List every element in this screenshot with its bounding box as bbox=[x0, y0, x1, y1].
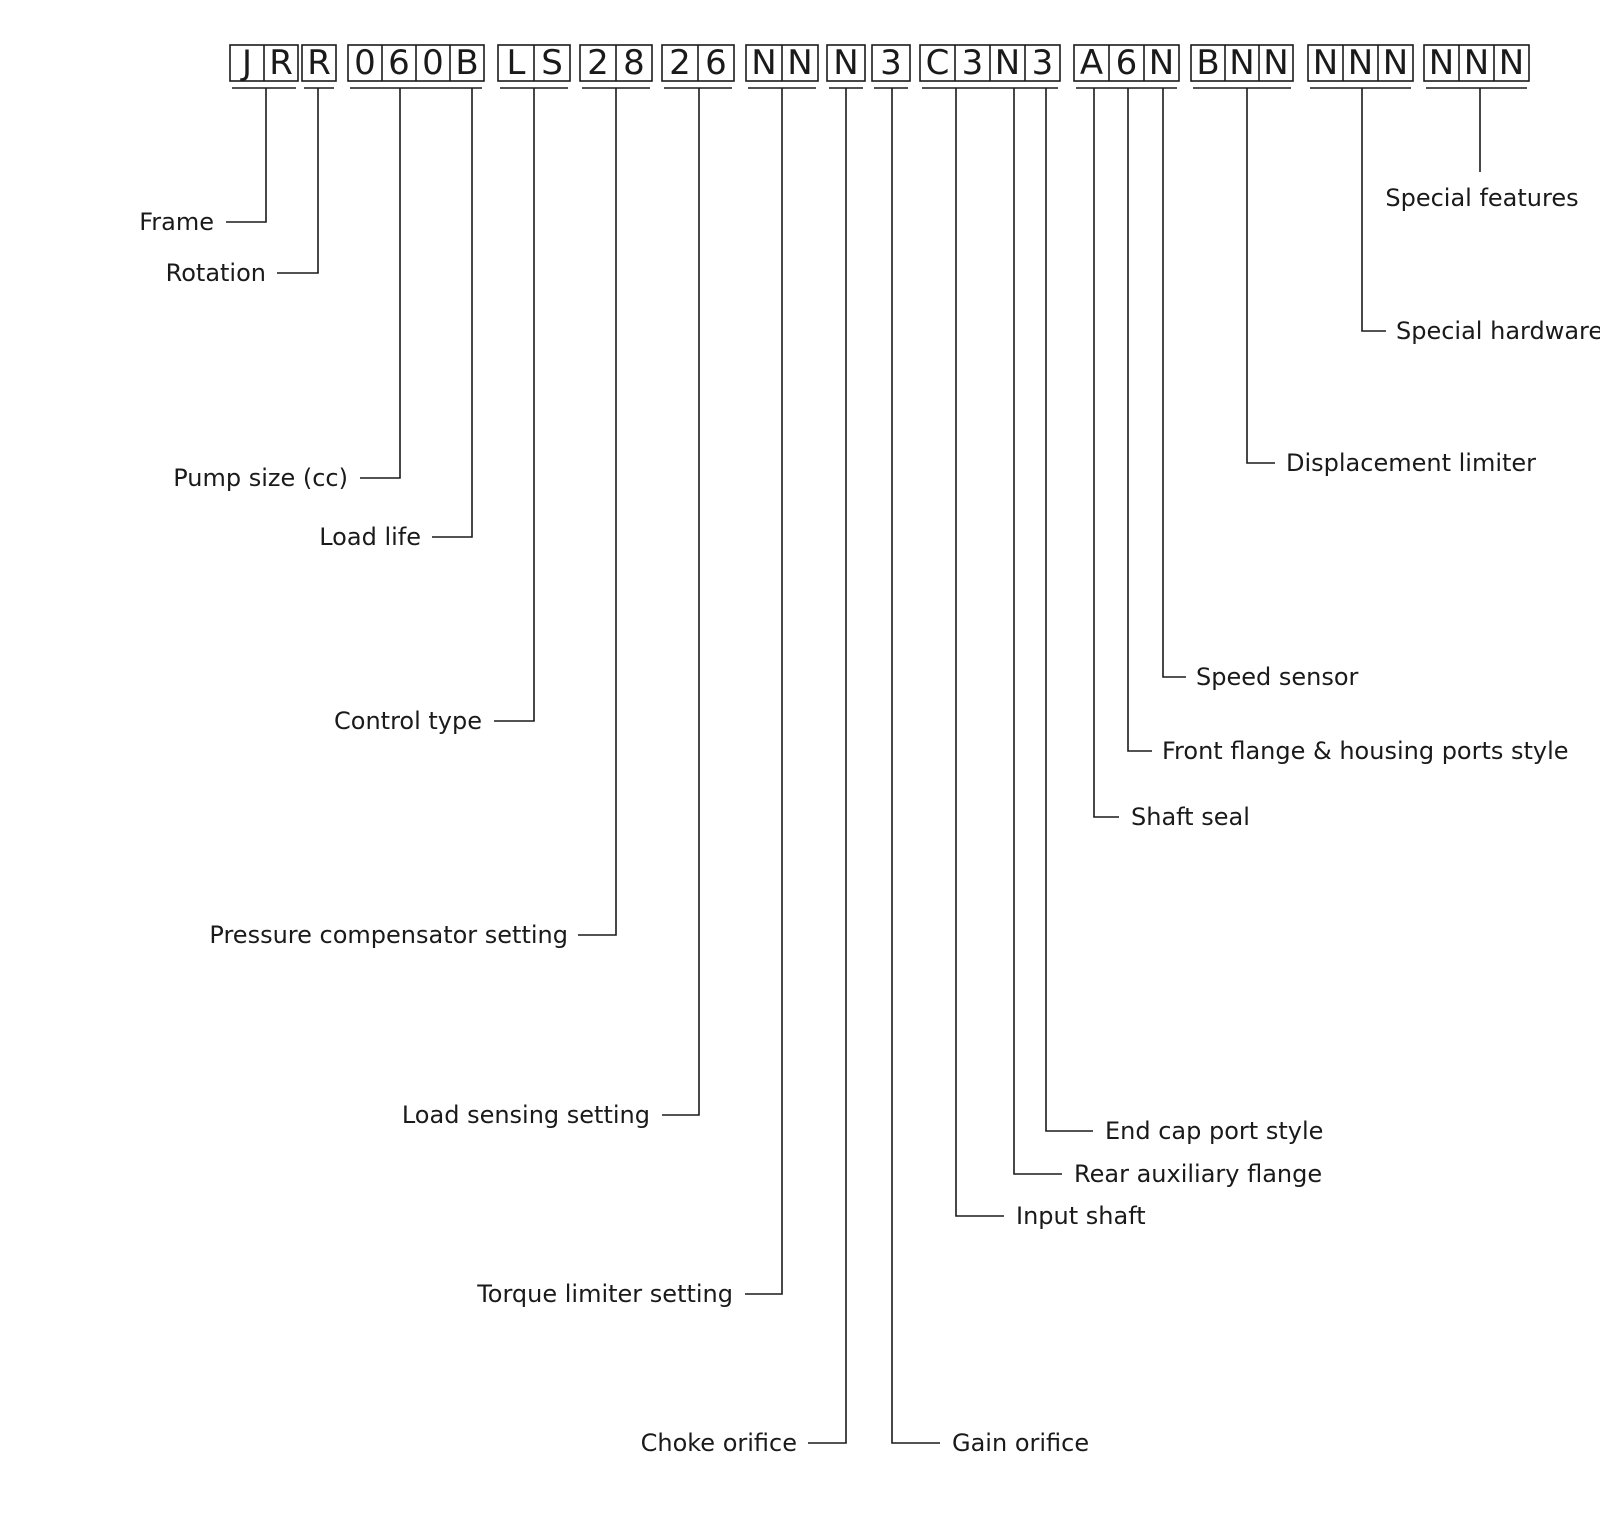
label-choke-orifice: Choke orifice bbox=[641, 1429, 797, 1457]
label-special-features: Special features bbox=[1385, 184, 1578, 212]
code-character: R bbox=[269, 43, 293, 83]
code-character: N bbox=[1429, 43, 1454, 83]
code-character: 3 bbox=[1032, 43, 1054, 83]
code-box bbox=[301, 44, 337, 82]
code-character: 3 bbox=[962, 43, 984, 83]
code-character: N bbox=[787, 43, 812, 83]
label-rear-auxiliary-flange: Rear auxiliary flange bbox=[1074, 1160, 1322, 1188]
code-character: 0 bbox=[422, 43, 444, 83]
label-pressure-compensator-setting: Pressure compensator setting bbox=[209, 921, 568, 949]
code-character: R bbox=[307, 43, 331, 83]
code-character: N bbox=[1464, 43, 1489, 83]
code-character: 8 bbox=[623, 43, 645, 83]
code-character: 6 bbox=[1116, 43, 1138, 83]
leader-load-sensing-setting bbox=[662, 88, 700, 1116]
leader-control-type bbox=[494, 88, 535, 722]
label-end-cap-port-style: End cap port style bbox=[1105, 1117, 1323, 1145]
code-box bbox=[1423, 44, 1530, 82]
code-character: 6 bbox=[705, 43, 727, 83]
code-box bbox=[871, 44, 911, 82]
label-load-sensing-setting: Load sensing setting bbox=[402, 1101, 650, 1129]
code-box bbox=[1073, 44, 1180, 82]
code-box bbox=[826, 44, 866, 82]
leader-end-cap-port-style bbox=[1045, 88, 1093, 1132]
label-torque-limiter-setting: Torque limiter setting bbox=[476, 1280, 733, 1308]
leader-choke-orifice bbox=[808, 88, 847, 1444]
code-character: N bbox=[1383, 43, 1408, 83]
label-pump-size: Pump size (cc) bbox=[173, 464, 348, 492]
code-character: 6 bbox=[388, 43, 410, 83]
code-character: 3 bbox=[880, 43, 902, 83]
leader-lines bbox=[226, 88, 1481, 1444]
code-character: N bbox=[1263, 43, 1288, 83]
label-frame: Frame bbox=[139, 208, 214, 236]
leader-pump-size bbox=[360, 88, 401, 479]
code-character: B bbox=[455, 43, 478, 83]
code-box bbox=[1307, 44, 1414, 82]
leader-front-flange-housing-ports-style bbox=[1127, 88, 1152, 752]
leader-frame bbox=[226, 88, 267, 223]
code-character: N bbox=[1348, 43, 1373, 83]
code-group-choke-orifice: N bbox=[826, 43, 866, 89]
label-shaft-seal: Shaft seal bbox=[1131, 803, 1250, 831]
label-displacement-limiter: Displacement limiter bbox=[1286, 449, 1536, 477]
label-gain-orifice: Gain orifice bbox=[952, 1429, 1089, 1457]
code-character: N bbox=[833, 43, 858, 83]
label-control-type: Control type bbox=[334, 707, 482, 735]
code-character: N bbox=[1313, 43, 1338, 83]
code-character: C bbox=[926, 43, 950, 83]
leader-rear-auxiliary-flange bbox=[1013, 88, 1062, 1175]
code-character: 2 bbox=[587, 43, 609, 83]
label-rotation: Rotation bbox=[166, 259, 266, 287]
label-input-shaft: Input shaft bbox=[1016, 1202, 1146, 1230]
label-load-life: Load life bbox=[319, 523, 421, 551]
leader-displacement-limiter bbox=[1246, 88, 1275, 464]
leader-load-life bbox=[432, 88, 473, 538]
code-character: J bbox=[240, 43, 252, 83]
leader-speed-sensor bbox=[1162, 88, 1186, 678]
code-character: N bbox=[751, 43, 776, 83]
code-character: A bbox=[1080, 43, 1103, 83]
leader-pressure-compensator-setting bbox=[578, 88, 617, 936]
leader-input-shaft bbox=[955, 88, 1004, 1217]
code-character: N bbox=[1229, 43, 1254, 83]
label-speed-sensor: Speed sensor bbox=[1196, 663, 1359, 691]
code-character: 0 bbox=[354, 43, 376, 83]
leader-shaft-seal bbox=[1093, 88, 1119, 818]
code-character: 2 bbox=[669, 43, 691, 83]
leader-torque-limiter-setting bbox=[745, 88, 783, 1295]
code-character: S bbox=[541, 43, 563, 83]
leader-special-hardware bbox=[1361, 88, 1386, 332]
code-character: N bbox=[1149, 43, 1174, 83]
code-box bbox=[1190, 44, 1294, 82]
leader-rotation bbox=[277, 88, 319, 274]
code-character: N bbox=[1499, 43, 1524, 83]
leader-gain-orifice bbox=[891, 88, 940, 1444]
label-front-flange-housing-ports-style: Front flange & housing ports style bbox=[1162, 737, 1569, 765]
code-character: L bbox=[507, 43, 526, 83]
code-group-gain-orifice: 3 bbox=[871, 43, 911, 89]
label-special-hardware: Special hardware bbox=[1396, 317, 1600, 345]
code-character: B bbox=[1196, 43, 1219, 83]
code-character: N bbox=[995, 43, 1020, 83]
